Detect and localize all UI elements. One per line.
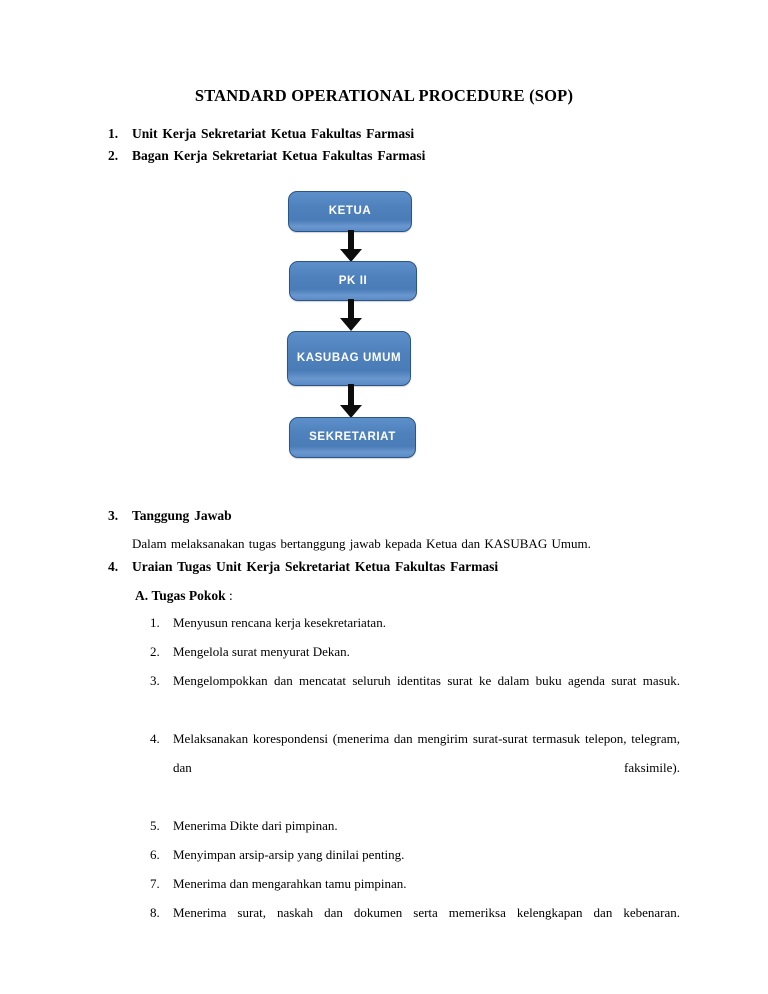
list-item-number: 2. — [108, 148, 119, 163]
arrow-head — [340, 249, 362, 262]
section-tanggung-jawab: 3. Tanggung Jawab Dalam melaksanakan tug… — [108, 506, 688, 554]
list-item-label: Menerima dan mengarahkan tamu pimpinan. — [173, 876, 407, 891]
list-item: 4. Melaksanakan korespondensi (menerima … — [150, 724, 680, 811]
list-item: 3. Mengelompokkan dan mencatat seluruh i… — [150, 666, 680, 724]
arrow-shaft — [348, 299, 354, 319]
diagram-node-pk-ii: PK II — [289, 261, 417, 301]
list-item: 2. Mengelola surat menyurat Dekan. — [150, 637, 680, 666]
top-numbered-list: 1. Unit Kerja Sekretariat Ketua Fakultas… — [108, 124, 688, 168]
arrow-head — [340, 318, 362, 331]
list-item-label: Menerima surat, naskah dan dokumen serta… — [173, 905, 680, 920]
section-heading: 3. Tanggung Jawab — [108, 506, 688, 526]
list-item-number: 5. — [150, 818, 160, 833]
section-number: 4. — [108, 559, 119, 574]
section-heading: 4. Uraian Tugas Unit Kerja Sekretariat K… — [108, 557, 688, 577]
page-title: STANDARD OPERATIONAL PROCEDURE (SOP) — [194, 86, 574, 105]
subsection-heading-label: Tugas Pokok — [151, 588, 226, 603]
diagram-node-ketua: KETUA — [288, 191, 412, 232]
arrow-shaft — [348, 384, 354, 406]
list-item-number: 3. — [150, 673, 160, 688]
list-item-label: Menyimpan arsip-arsip yang dinilai penti… — [173, 847, 405, 862]
section-paragraph: Dalam melaksanakan tugas bertanggung jaw… — [132, 536, 591, 551]
list-item: 6. Menyimpan arsip-arsip yang dinilai pe… — [150, 840, 680, 869]
list-item-number: 2. — [150, 644, 160, 659]
list-item-number: 4. — [150, 731, 160, 746]
list-item-number: 8. — [150, 905, 160, 920]
arrow-down-icon — [340, 299, 362, 332]
arrow-down-icon — [340, 384, 362, 419]
list-item: 7. Menerima dan mengarahkan tamu pimpina… — [150, 869, 680, 898]
list-item-number: 6. — [150, 847, 160, 862]
list-item-number: 1. — [150, 615, 160, 630]
list-item: 1. Unit Kerja Sekretariat Ketua Fakultas… — [108, 124, 688, 144]
section-number: 3. — [108, 508, 119, 523]
subsection-heading: A. Tugas Pokok : — [135, 586, 688, 606]
list-item-label: Mengelompokkan dan mencatat seluruh iden… — [173, 673, 680, 688]
diagram-node-kasubag-umum: KASUBAG UMUM — [287, 331, 411, 386]
list-item-number: 7. — [150, 876, 160, 891]
list-item-label: Bagan Kerja Sekretariat Ketua Fakultas F… — [132, 148, 426, 163]
list-item-label: Melaksanakan korespondensi (menerima dan… — [173, 731, 680, 775]
section-heading-label: Tanggung Jawab — [132, 508, 232, 523]
list-item-label: Menerima Dikte dari pimpinan. — [173, 818, 338, 833]
arrow-down-icon — [340, 230, 362, 262]
list-item-label: Mengelola surat menyurat Dekan. — [173, 644, 350, 659]
list-item: 1. Menyusun rencana kerja kesekretariata… — [150, 608, 680, 637]
tugas-pokok-list: 1. Menyusun rencana kerja kesekretariata… — [150, 608, 680, 956]
arrow-head — [340, 405, 362, 418]
section-uraian-tugas: 4. Uraian Tugas Unit Kerja Sekretariat K… — [108, 557, 688, 606]
list-item-number: 1. — [108, 126, 119, 141]
section-heading-label: Uraian Tugas Unit Kerja Sekretariat Ketu… — [132, 559, 499, 574]
org-chart-diagram: KETUA PK II KASUBAG UMUM SEKRETARIAT — [0, 185, 768, 475]
arrow-shaft — [348, 230, 354, 250]
diagram-node-sekretariat: SEKRETARIAT — [289, 417, 416, 458]
list-item: 2. Bagan Kerja Sekretariat Ketua Fakulta… — [108, 146, 688, 166]
subsection-letter: A. — [135, 588, 149, 603]
subsection-heading-suffix: : — [229, 588, 233, 603]
list-item: 8. Menerima surat, naskah dan dokumen se… — [150, 898, 680, 956]
list-item-label: Menyusun rencana kerja kesekretariatan. — [173, 615, 386, 630]
list-item: 5. Menerima Dikte dari pimpinan. — [150, 811, 680, 840]
list-item-label: Unit Kerja Sekretariat Ketua Fakultas Fa… — [132, 126, 415, 141]
